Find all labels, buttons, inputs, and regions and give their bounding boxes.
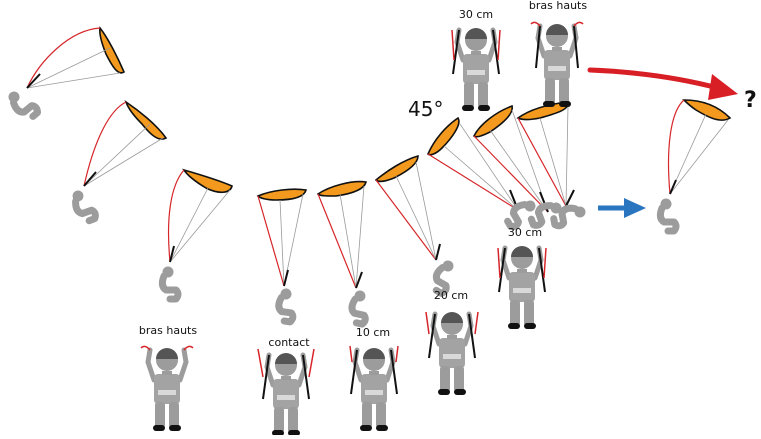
wing-step-3 <box>162 168 233 300</box>
label-bras-hauts-low: bras hauts <box>138 324 198 337</box>
pilot-front-contact <box>257 348 315 435</box>
label-30cm-low: 30 cm <box>507 226 543 239</box>
wing-step-1 <box>6 26 125 121</box>
pilot-front-10cm <box>349 346 399 431</box>
pilot-front-bras-hauts-top <box>530 22 584 107</box>
label-contact: contact <box>268 336 310 349</box>
pilot-side-icon <box>277 288 297 322</box>
wing-step-final <box>660 99 732 232</box>
wing-step-7 <box>427 116 540 228</box>
pilot-side-icon <box>162 267 178 300</box>
label-10cm: 10 cm <box>355 326 391 339</box>
wing-step-4 <box>256 188 307 322</box>
pilot-side-icon <box>349 289 371 324</box>
angle-label: 45° <box>408 97 444 121</box>
red-arrow-icon <box>587 67 738 100</box>
pilot-front-20cm <box>425 312 479 395</box>
label-30cm-top: 30 cm <box>458 8 494 21</box>
wing-step-8 <box>473 104 565 227</box>
wing-step-9 <box>516 101 587 227</box>
pilot-side-icon <box>660 199 676 232</box>
question-mark: ? <box>744 88 757 113</box>
pilot-front-bras-hauts <box>140 346 194 431</box>
label-20cm: 20 cm <box>433 289 469 302</box>
wing-step-5 <box>316 180 371 325</box>
wing-step-6 <box>374 154 459 294</box>
pilot-front-30cm-low <box>497 246 547 329</box>
pilot-side-icon <box>6 86 39 121</box>
pilot-side-icon <box>71 187 97 223</box>
label-bras-hauts-top: bras hauts <box>528 0 588 12</box>
blue-arrow-icon <box>598 198 646 218</box>
pilot-front-30cm-top <box>451 28 501 111</box>
wing-step-2 <box>71 100 168 223</box>
